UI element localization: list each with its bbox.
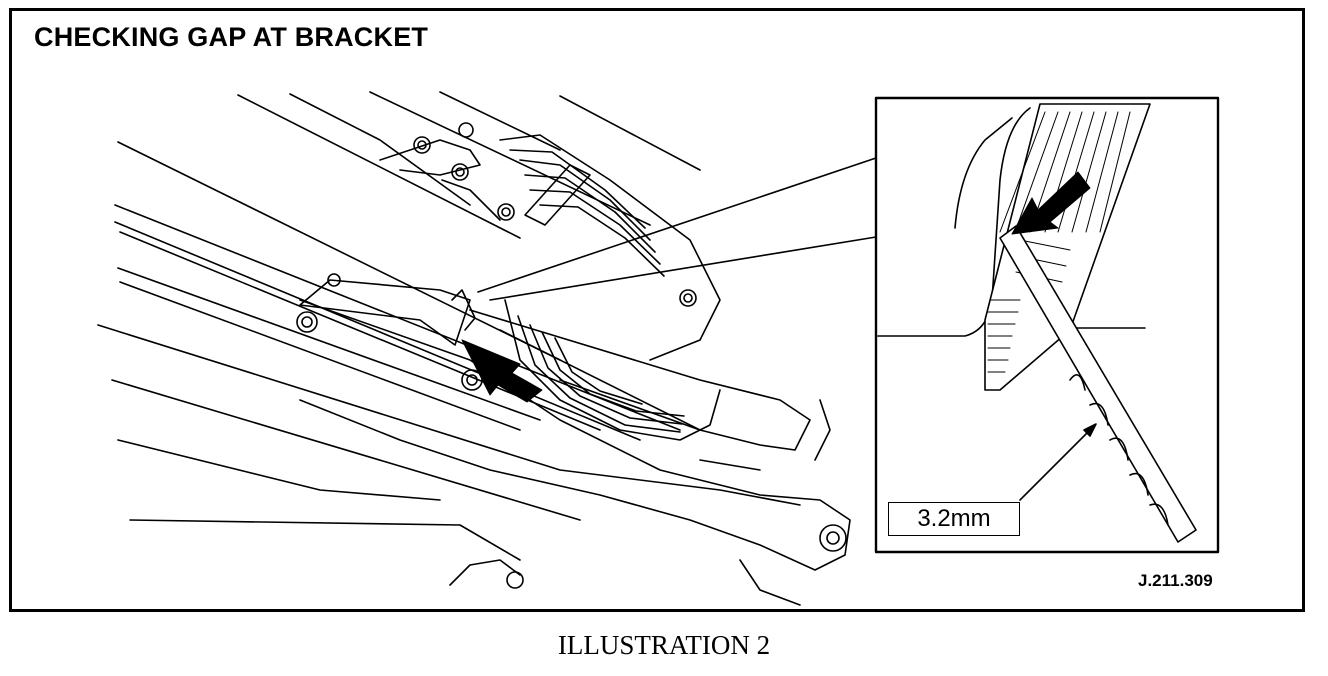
detail-inset <box>874 96 1220 554</box>
main-view <box>97 91 877 606</box>
gap-measurement-label: 3.2mm <box>888 502 1020 536</box>
illustration-caption: ILLUSTRATION 2 <box>557 630 771 660</box>
reference-code: J.211.309 <box>1138 571 1213 590</box>
diagram-title: CHECKING GAP AT BRACKET <box>34 22 429 52</box>
